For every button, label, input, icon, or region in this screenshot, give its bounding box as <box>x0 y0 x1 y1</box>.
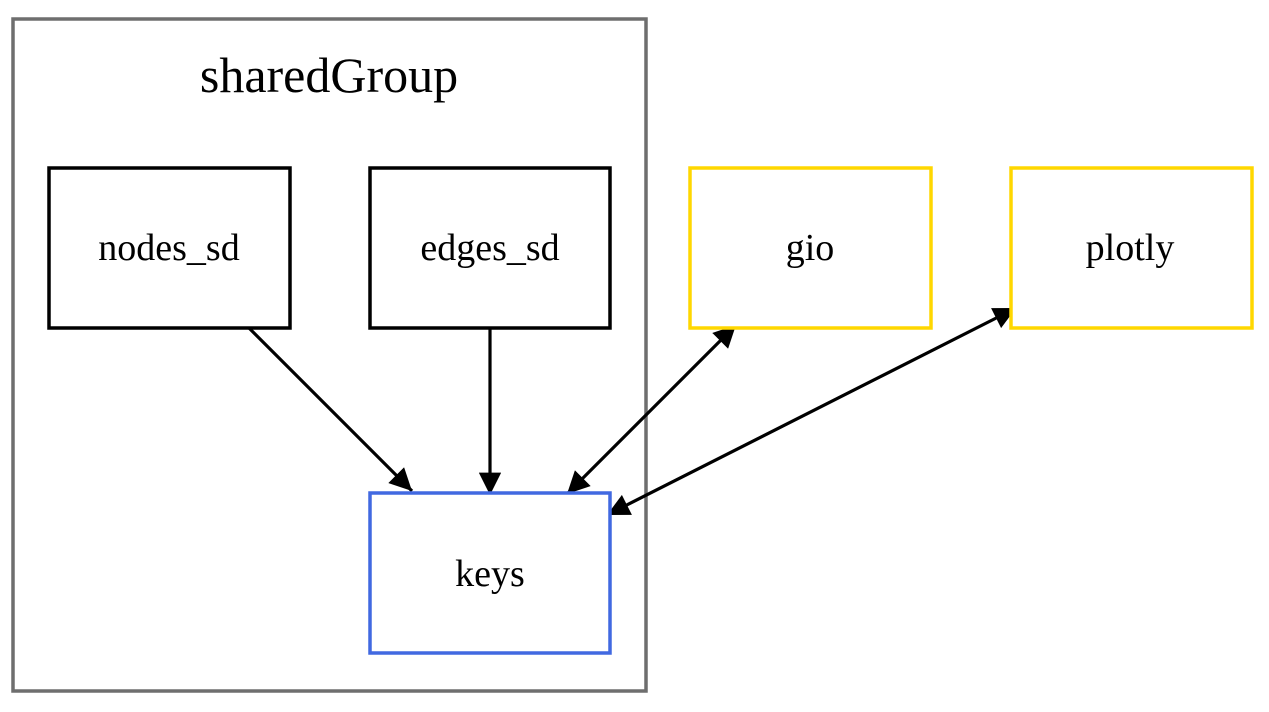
node-edges-sd-box <box>368 166 612 330</box>
node-keys-box <box>368 491 612 655</box>
node-gio-box <box>688 166 933 330</box>
cluster-shared-group-label: sharedGroup <box>200 47 458 103</box>
node-gio-label: gio <box>786 227 835 269</box>
edge-nodes-sd-to-keys <box>247 326 414 493</box>
cluster-shared-group: sharedGroup <box>11 17 648 693</box>
node-nodes-sd-label: nodes_sd <box>98 227 239 269</box>
edge-gio-keys-bidirectional <box>565 323 738 496</box>
node-plotly: plotly <box>1009 166 1254 330</box>
node-plotly-label: plotly <box>1086 227 1175 269</box>
node-keys: keys <box>368 491 612 655</box>
node-gio: gio <box>688 166 933 330</box>
node-nodes-sd: nodes_sd <box>47 166 292 330</box>
node-edges-sd: edges_sd <box>368 166 612 330</box>
edges <box>247 306 1017 517</box>
node-nodes-sd-box <box>47 166 292 330</box>
edge-plotly-keys-bidirectional <box>606 306 1017 517</box>
node-plotly-box <box>1009 166 1254 330</box>
node-keys-label: keys <box>455 553 525 595</box>
node-edges-sd-label: edges_sd <box>420 227 559 269</box>
